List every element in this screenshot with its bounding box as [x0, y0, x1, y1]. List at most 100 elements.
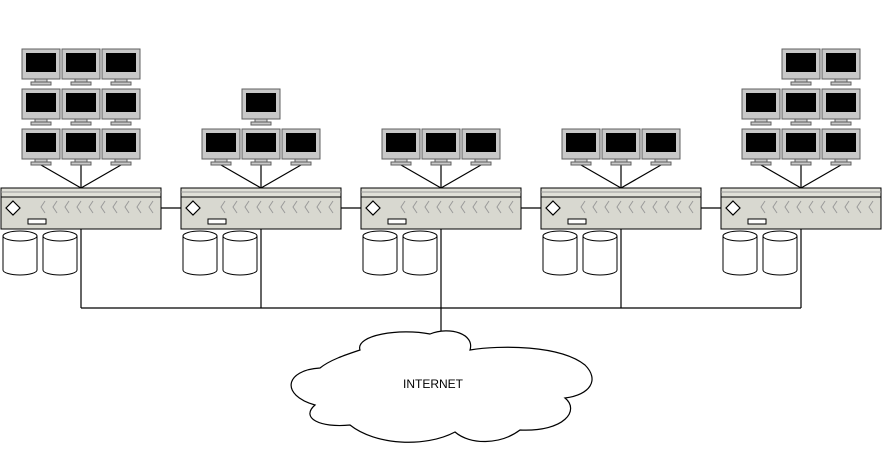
monitor-icon	[821, 48, 861, 86]
monitor-screen	[106, 133, 136, 152]
monitor-screen	[26, 133, 56, 152]
monitor-screen	[826, 133, 856, 152]
disk-top	[542, 230, 578, 242]
monitor-screen	[206, 133, 236, 152]
monitor-screen	[746, 133, 776, 152]
server-vent	[592, 200, 598, 214]
disk-body	[582, 236, 618, 276]
monitor-screen	[66, 133, 96, 152]
monitor-base	[250, 121, 272, 126]
cloud-icon	[290, 330, 593, 443]
server-vent	[292, 200, 298, 214]
cluster-1	[0, 48, 162, 276]
disk-body	[722, 236, 758, 276]
monitor-base	[830, 81, 852, 86]
monitor-base	[470, 161, 492, 166]
disk-body	[222, 236, 258, 276]
disk-icon	[362, 230, 398, 276]
monitor-wire	[220, 164, 262, 189]
server-vent	[52, 200, 58, 214]
monitor-icon	[461, 128, 501, 166]
server-vent	[148, 200, 154, 214]
disk-top	[582, 230, 618, 242]
server-vent	[268, 200, 274, 214]
monitor-base	[30, 81, 52, 86]
monitor-icon	[741, 88, 781, 126]
server-vent	[40, 200, 46, 214]
monitor-wire	[440, 164, 482, 189]
disk-top	[222, 230, 258, 242]
monitor-base	[570, 161, 592, 166]
monitor-screen	[66, 93, 96, 112]
server-vent	[664, 200, 670, 214]
monitor-icon	[741, 128, 781, 166]
server-icon	[540, 187, 702, 230]
monitor-icon	[421, 128, 461, 166]
monitor-base	[110, 81, 132, 86]
cluster-2	[180, 88, 342, 276]
monitor-icon	[201, 128, 241, 166]
server-vent	[676, 200, 682, 214]
server-vent	[640, 200, 646, 214]
monitor-screen	[826, 53, 856, 72]
server-vent	[604, 200, 610, 214]
monitor-screen	[26, 53, 56, 72]
server-vent	[460, 200, 466, 214]
server-clusters	[0, 48, 882, 276]
monitor-icon	[101, 88, 141, 126]
server-drive-slot	[207, 218, 227, 225]
server-vent	[820, 200, 826, 214]
disk-icon	[762, 230, 798, 276]
monitor-wire	[580, 164, 622, 189]
disk-icon	[542, 230, 578, 276]
monitor-base	[830, 121, 852, 126]
server-vent	[136, 200, 142, 214]
disk-top	[722, 230, 758, 242]
server-vent	[76, 200, 82, 214]
server-icon	[0, 187, 162, 230]
server-vent	[256, 200, 262, 214]
monitor-icon	[821, 128, 861, 166]
monitor-icon	[281, 128, 321, 166]
monitor-base	[610, 161, 632, 166]
server-vent	[124, 200, 130, 214]
server-vent	[628, 200, 634, 214]
monitor-screen	[566, 133, 596, 152]
server-power-icon	[185, 200, 201, 216]
server-vent	[496, 200, 502, 214]
disk-body	[182, 236, 218, 276]
monitor-screen	[786, 53, 816, 72]
disk-top	[402, 230, 438, 242]
monitor-icon	[21, 88, 61, 126]
monitor-screen	[106, 53, 136, 72]
network-wiring	[40, 164, 842, 334]
monitor-icon	[381, 128, 421, 166]
monitor-icon	[781, 128, 821, 166]
monitor-base	[110, 161, 132, 166]
disk-body	[402, 236, 438, 276]
monitor-base	[650, 161, 672, 166]
disk-icon	[402, 230, 438, 276]
server-power-icon	[365, 200, 381, 216]
monitor-base	[70, 81, 92, 86]
monitor-screen	[286, 133, 316, 152]
server-drive-slot	[387, 218, 407, 225]
disk-icon	[222, 230, 258, 276]
monitor-screen	[826, 93, 856, 112]
server-power-icon	[545, 200, 561, 216]
monitor-base	[790, 121, 812, 126]
server-vent	[220, 200, 226, 214]
server-vent	[784, 200, 790, 214]
server-vent	[112, 200, 118, 214]
monitor-icon	[61, 48, 101, 86]
monitor-screen	[386, 133, 416, 152]
monitor-wire	[400, 164, 442, 189]
server-vent	[796, 200, 802, 214]
monitor-screen	[66, 53, 96, 72]
server-icon	[180, 187, 342, 230]
disk-top	[762, 230, 798, 242]
monitor-icon	[101, 128, 141, 166]
disk-icon	[722, 230, 758, 276]
server-drive-slot	[747, 218, 767, 225]
server-vent	[856, 200, 862, 214]
